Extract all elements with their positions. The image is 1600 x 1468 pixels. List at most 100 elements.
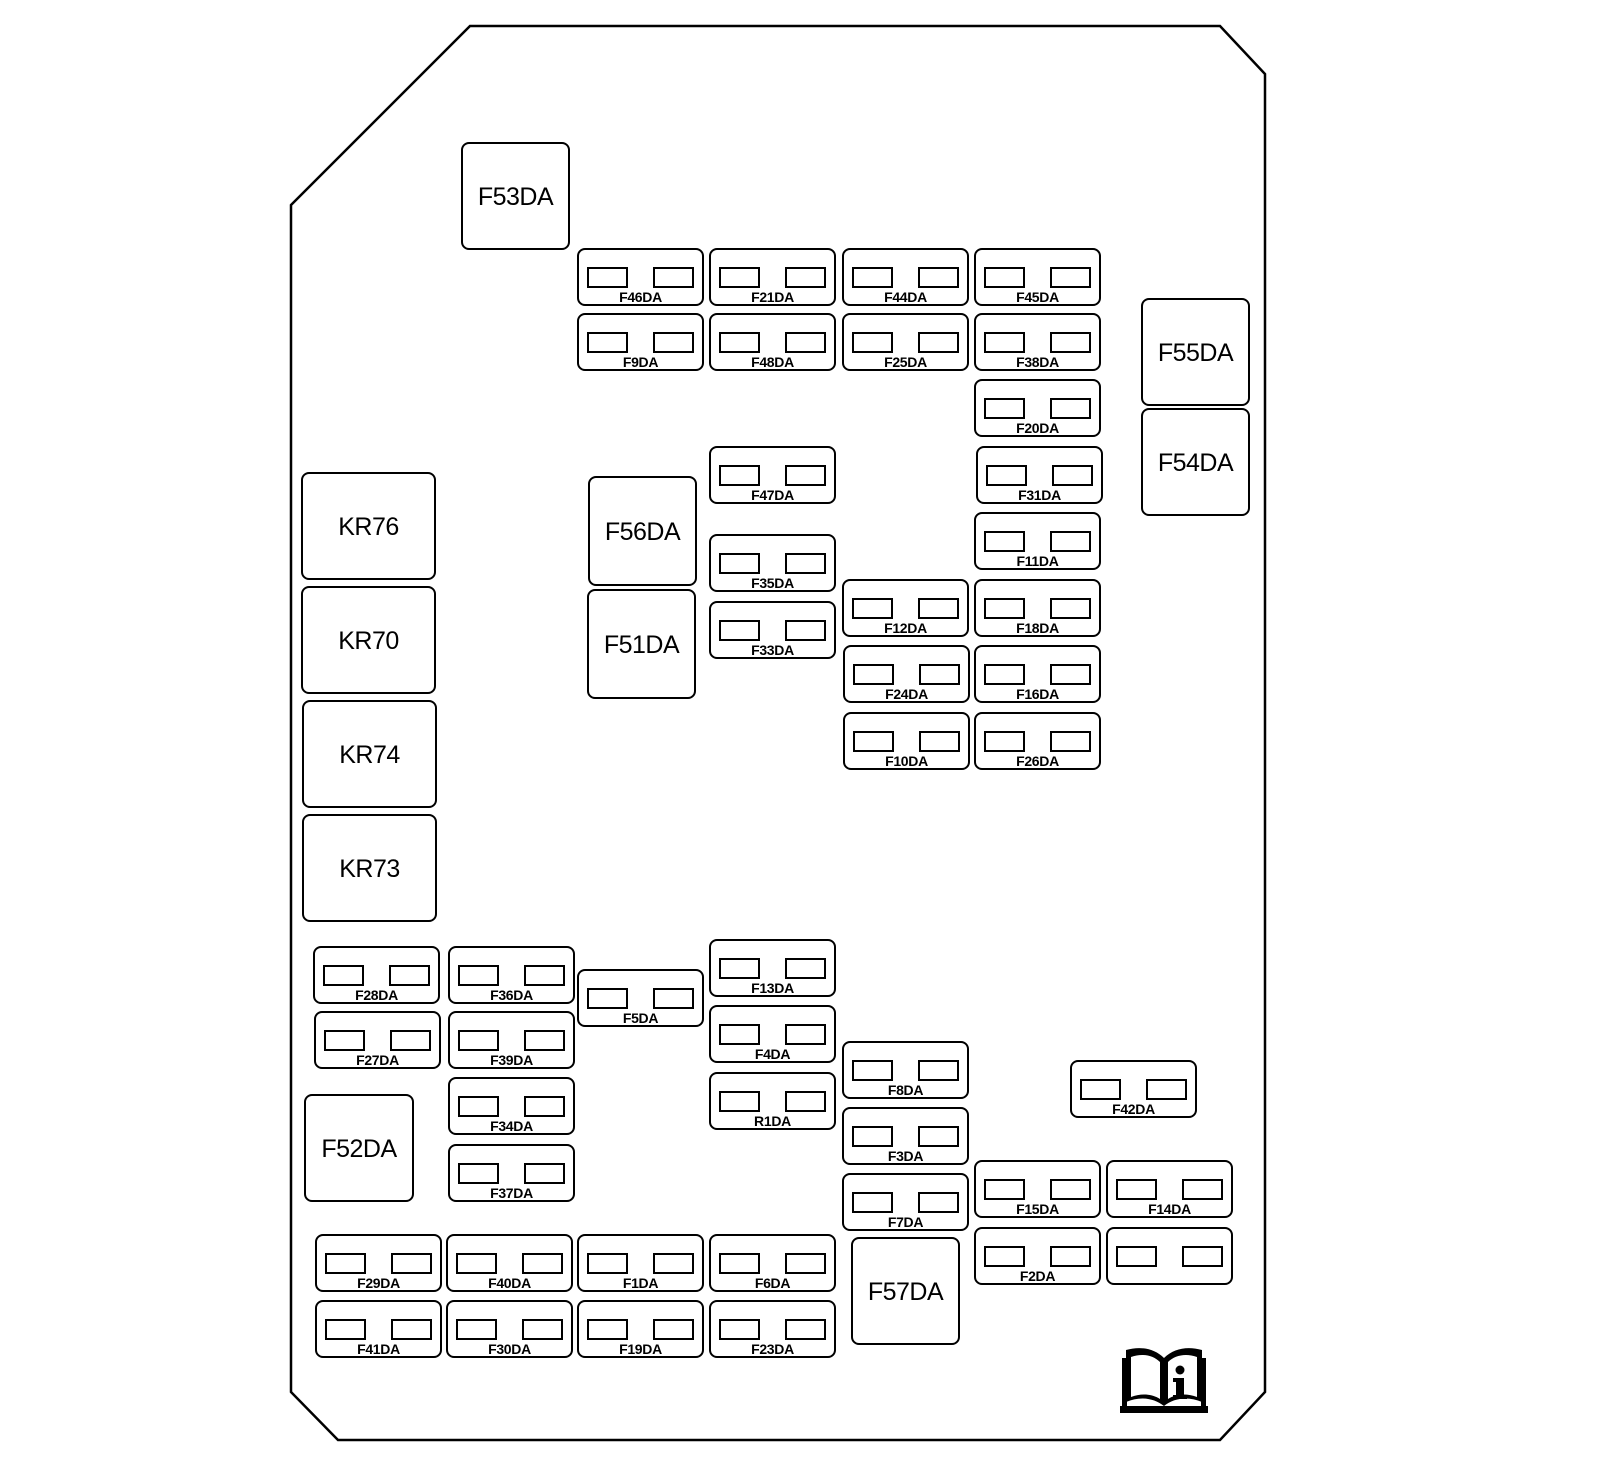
mini-fuse-f4da: F4DA bbox=[709, 1005, 836, 1063]
fuse-terminal-right bbox=[653, 1319, 694, 1340]
fuse-terminal-right bbox=[785, 465, 826, 486]
mini-fuse-f41da: F41DA bbox=[315, 1300, 442, 1358]
fuse-terminal-left bbox=[719, 1319, 760, 1340]
mini-fuse-f25da: F25DA bbox=[842, 313, 969, 371]
fuse-terminal-left bbox=[852, 1192, 893, 1213]
mini-fuse-f23da: F23DA bbox=[709, 1300, 836, 1358]
fuse-terminal-left bbox=[852, 267, 893, 288]
large-fuse-body bbox=[1141, 408, 1250, 516]
fuse-terminal-left bbox=[719, 465, 760, 486]
fuse-terminal-right bbox=[918, 598, 959, 619]
mini-fuse-body bbox=[842, 248, 969, 306]
mini-fuse-f30da: F30DA bbox=[446, 1300, 573, 1358]
mini-fuse-label: F23DA bbox=[751, 1341, 794, 1357]
mini-fuse-body bbox=[448, 1144, 575, 1202]
mini-fuse-label: F25DA bbox=[884, 354, 927, 370]
mini-fuse-label: F3DA bbox=[888, 1148, 924, 1164]
fuse-terminal-left bbox=[984, 598, 1025, 619]
large-fuse-f53da: F53DA bbox=[461, 142, 570, 250]
mini-fuse-label: F28DA bbox=[355, 987, 398, 1003]
fuse-terminal-left bbox=[587, 1319, 628, 1340]
fuse-terminal-right bbox=[1050, 531, 1091, 552]
fuse-terminal-left bbox=[719, 1091, 760, 1112]
mini-fuse-label: F37DA bbox=[490, 1185, 533, 1201]
fuse-terminal-left bbox=[458, 1096, 499, 1117]
mini-fuse-body bbox=[974, 645, 1101, 703]
fuse-terminal-right bbox=[653, 988, 694, 1009]
mini-fuse-body bbox=[315, 1300, 442, 1358]
fuse-terminal-right bbox=[1050, 598, 1091, 619]
mini-fuse-label: F44DA bbox=[884, 289, 927, 305]
fuse-terminal-right bbox=[653, 332, 694, 353]
mini-fuse-body bbox=[1106, 1160, 1233, 1218]
mini-fuse-f48da: F48DA bbox=[709, 313, 836, 371]
relay-kr74: KR74 bbox=[302, 700, 437, 808]
mini-fuse-f6da: F6DA bbox=[709, 1234, 836, 1292]
fuse-terminal-right bbox=[1050, 332, 1091, 353]
relay-kr73: KR73 bbox=[302, 814, 437, 922]
mini-fuse-f1da: F1DA bbox=[577, 1234, 704, 1292]
mini-fuse-label: F1DA bbox=[623, 1275, 659, 1291]
fuse-terminal-right bbox=[1050, 398, 1091, 419]
fuse-terminal-left bbox=[323, 965, 364, 986]
large-fuse-body bbox=[851, 1237, 960, 1345]
large-fuse-label: F54DA bbox=[1158, 449, 1234, 477]
fuse-terminal-right bbox=[1182, 1179, 1223, 1200]
mini-fuse-body bbox=[448, 1011, 575, 1069]
fuse-terminal-right bbox=[524, 1096, 565, 1117]
mini-fuse-f9da: F9DA bbox=[577, 313, 704, 371]
mini-fuse-body bbox=[709, 601, 836, 659]
mini-fuse-label: F11DA bbox=[1016, 553, 1058, 569]
mini-fuse-body bbox=[1106, 1227, 1233, 1285]
fuse-terminal-left bbox=[1116, 1179, 1157, 1200]
fuse-terminal-right bbox=[391, 1253, 432, 1274]
mini-fuse-label: F29DA bbox=[357, 1275, 400, 1291]
mini-fuse-label: F8DA bbox=[888, 1082, 924, 1098]
fuse-terminal-right bbox=[1146, 1079, 1187, 1100]
large-fuse-label: F51DA bbox=[604, 631, 680, 659]
fuse-terminal-right bbox=[918, 1060, 959, 1081]
fuse-terminal-left bbox=[1116, 1246, 1157, 1267]
mini-fuse-f7da: F7DA bbox=[842, 1173, 969, 1231]
mini-fuse-body bbox=[446, 1234, 573, 1292]
mini-fuse-label: F2DA bbox=[1020, 1268, 1056, 1284]
mini-fuse-label: F6DA bbox=[755, 1275, 791, 1291]
fuse-terminal-left bbox=[852, 1126, 893, 1147]
mini-fuse-label: F26DA bbox=[1016, 753, 1059, 769]
fuse-terminal-left bbox=[984, 731, 1025, 752]
mini-fuse-f40da: F40DA bbox=[446, 1234, 573, 1292]
fuse-terminal-left bbox=[852, 332, 893, 353]
mini-fuse-unlabeled bbox=[1106, 1227, 1233, 1285]
fuse-terminal-left bbox=[984, 1246, 1025, 1267]
mini-fuse-label: F19DA bbox=[619, 1341, 662, 1357]
fuse-terminal-right bbox=[785, 1253, 826, 1274]
mini-fuse-f45da: F45DA bbox=[974, 248, 1101, 306]
fuse-terminal-right bbox=[785, 267, 826, 288]
fuse-terminal-left bbox=[719, 332, 760, 353]
mini-fuse-label: F40DA bbox=[488, 1275, 531, 1291]
mini-fuse-body bbox=[974, 512, 1101, 570]
mini-fuse-label: F7DA bbox=[888, 1214, 924, 1230]
fuse-terminal-left bbox=[587, 267, 628, 288]
fuse-terminal-left bbox=[984, 332, 1025, 353]
fuse-terminal-right bbox=[524, 965, 565, 986]
mini-fuse-body bbox=[709, 248, 836, 306]
large-fuse-label: F57DA bbox=[868, 1278, 944, 1306]
mini-fuse-label: F24DA bbox=[885, 686, 928, 702]
mini-fuse-label: F34DA bbox=[490, 1118, 533, 1134]
mini-fuse-body bbox=[709, 1234, 836, 1292]
fuse-terminal-right bbox=[785, 1091, 826, 1112]
fuse-terminal-left bbox=[984, 1179, 1025, 1200]
large-fuse-label: F56DA bbox=[605, 518, 681, 546]
large-fuse-body bbox=[461, 142, 570, 250]
mini-fuse-label: F30DA bbox=[488, 1341, 531, 1357]
mini-fuse-body bbox=[1070, 1060, 1197, 1118]
fuse-terminal-left bbox=[587, 1253, 628, 1274]
large-fuse-label: F53DA bbox=[478, 183, 554, 211]
fuse-terminal-left bbox=[1080, 1079, 1121, 1100]
fuse-terminal-right bbox=[785, 553, 826, 574]
mini-fuse-label: F45DA bbox=[1016, 289, 1059, 305]
mini-fuse-f33da: F33DA bbox=[709, 601, 836, 659]
mini-fuse-label: F12DA bbox=[884, 620, 927, 636]
mini-fuse-label: F47DA bbox=[751, 487, 794, 503]
